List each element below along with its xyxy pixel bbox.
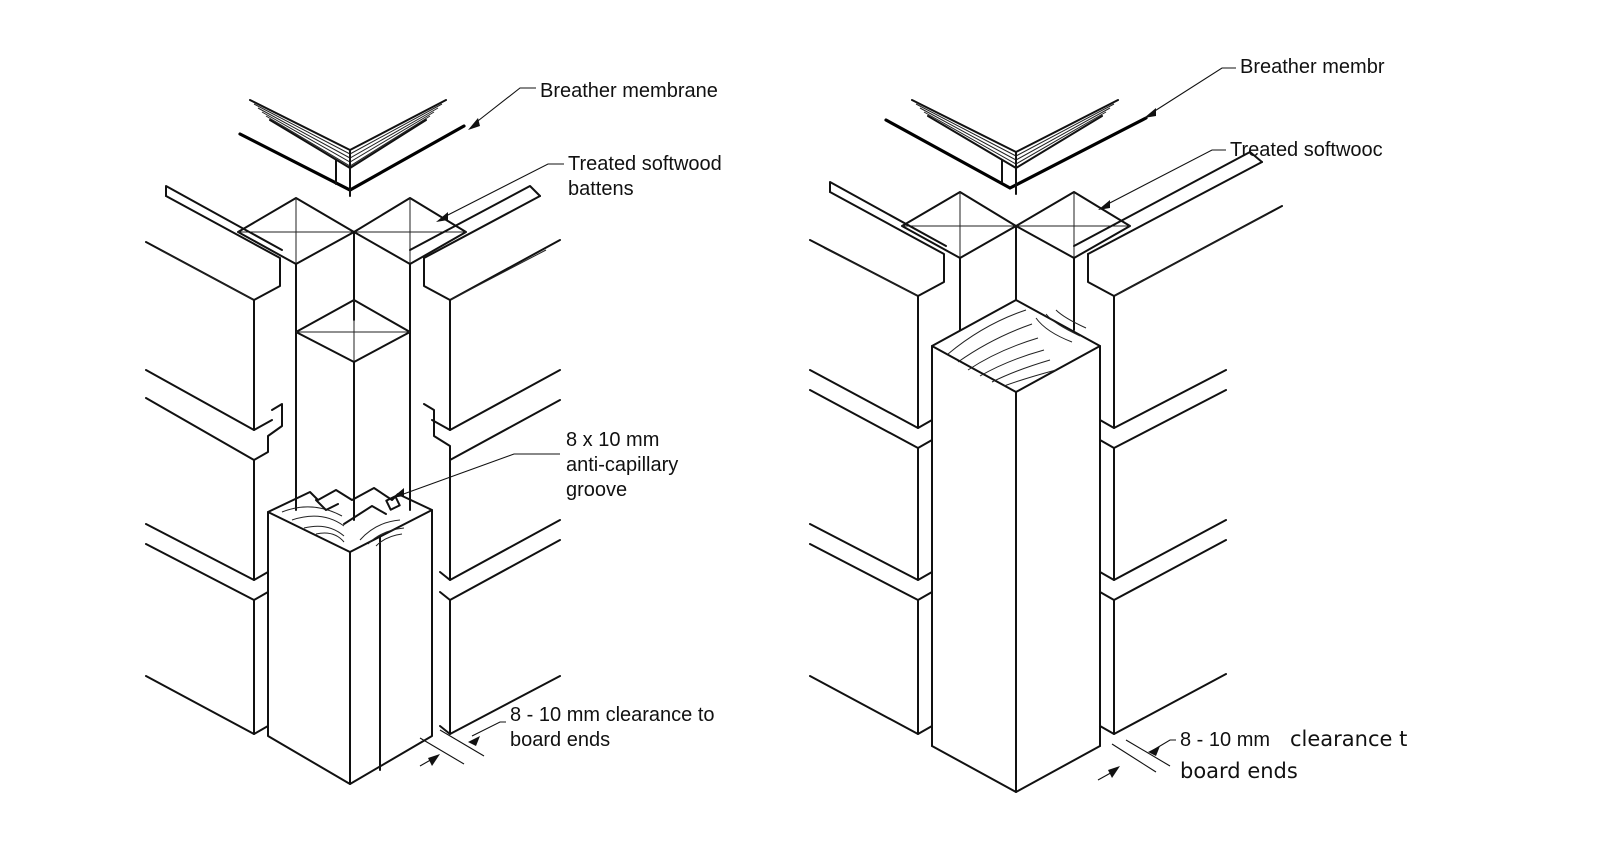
left-boards-right-side [409, 185, 561, 735]
right-label-breather-membrane: Breather membr [1240, 56, 1385, 78]
left-label-groove-line1: 8 x 10 mm [566, 429, 659, 451]
right-leaders [1097, 67, 1236, 781]
right-corner-detail: Breather membr Treated softwooc 8 - 10 m… [809, 56, 1407, 793]
left-label-battens-line2: battens [568, 178, 634, 200]
right-label-clearance-line2: board ends [1180, 759, 1298, 783]
right-solid-corner-post [931, 299, 1101, 793]
left-leaders [392, 87, 564, 767]
left-label-clearance-line2: board ends [510, 729, 610, 751]
right-boards-left-side [809, 181, 947, 735]
right-breather-membrane-drawing [884, 99, 1148, 195]
right-boards-right-side [1073, 151, 1283, 735]
right-label-clearance-line1b: clearance t [1290, 727, 1407, 751]
left-breather-membrane-drawing [238, 99, 466, 197]
left-corner-detail: Breather membrane Treated softwood batte… [145, 80, 722, 785]
left-label-groove-line3: groove [566, 479, 627, 501]
right-label-battens: Treated softwooc [1230, 139, 1383, 161]
left-label-battens-line1: Treated softwood [568, 153, 722, 175]
right-label-clearance-line1: 8 - 10 mm [1180, 729, 1270, 751]
left-grooved-corner-post [267, 487, 433, 785]
left-label-groove-line2: anti-capillary [566, 454, 678, 476]
right-batten-tops [901, 191, 1131, 331]
left-boards-left-side [145, 185, 283, 735]
left-inner-post [295, 299, 411, 521]
left-label-clearance-line1: 8 - 10 mm clearance to [510, 704, 715, 726]
left-label-breather-membrane: Breather membrane [540, 80, 718, 102]
